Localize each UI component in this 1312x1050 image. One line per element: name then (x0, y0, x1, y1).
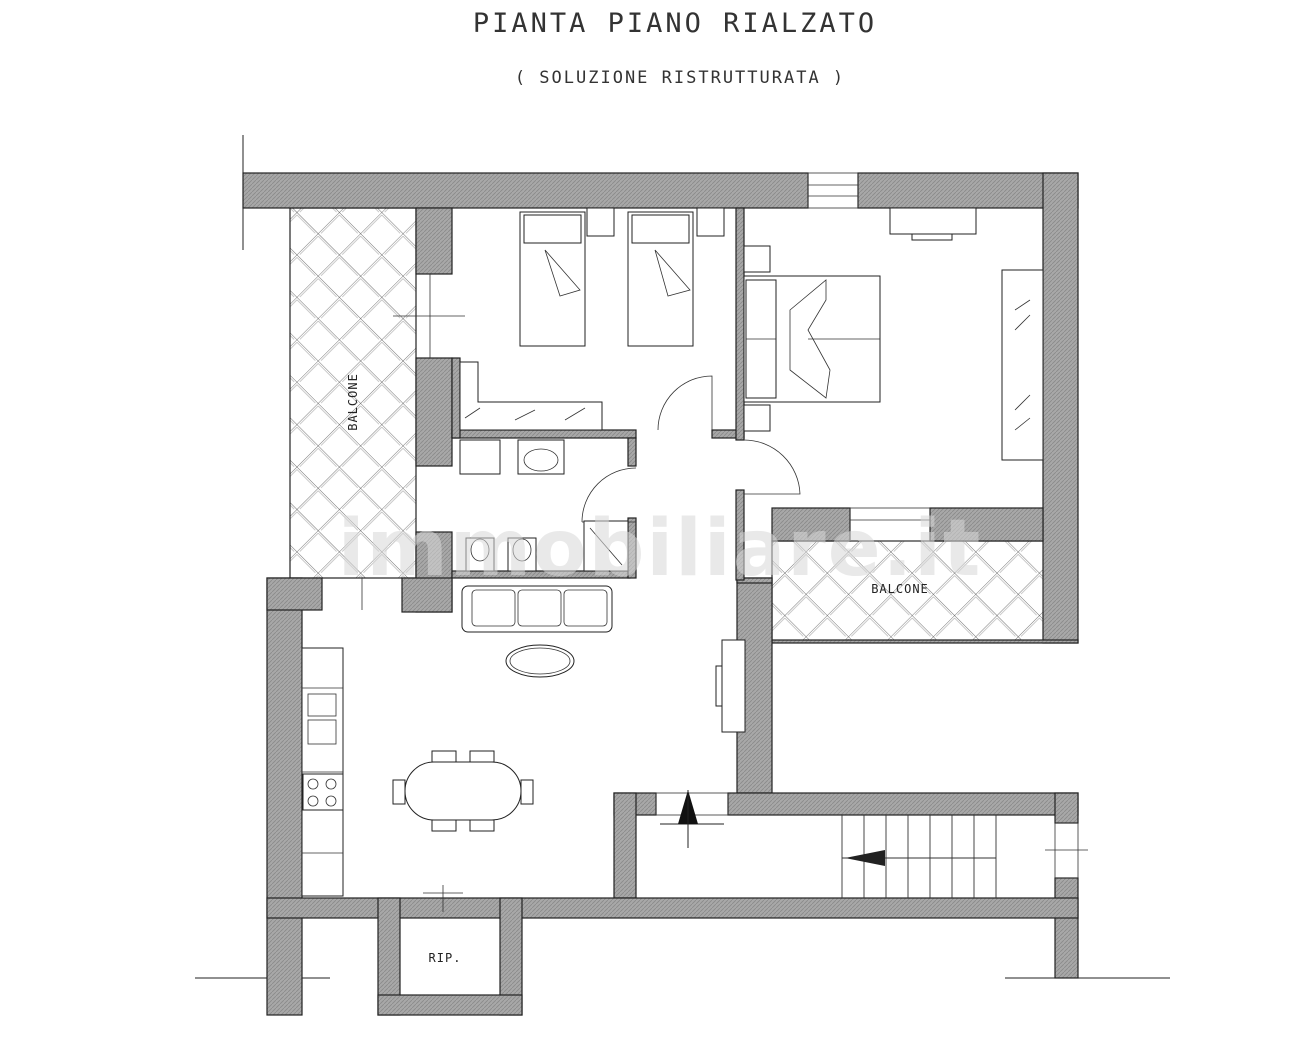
master-bedroom (743, 207, 1044, 461)
nightstand-3 (743, 245, 771, 273)
washing-machine (459, 439, 501, 475)
living-kitchen (301, 585, 746, 897)
nightstand-2 (696, 207, 725, 237)
bathroom (459, 439, 629, 572)
plan-subtitle: ( SOLUZIONE RISTRUTTURATA ) (515, 68, 845, 88)
storage-label: RIP. (429, 951, 462, 965)
walls (242, 172, 1079, 1016)
entrance (660, 790, 724, 848)
balcony-left (289, 207, 417, 579)
bidet (507, 537, 537, 572)
toilet (465, 537, 495, 572)
nightstand-4 (743, 404, 771, 432)
coffee-table (505, 644, 575, 678)
tv-cabinet (721, 639, 746, 733)
twin-bedroom (459, 207, 725, 431)
dining-table (404, 761, 522, 821)
plan-title: PIANTA PIANO RIALZATO (473, 8, 877, 39)
sink (517, 439, 565, 475)
watermark: immobiliare.it (338, 504, 983, 594)
staircase (841, 815, 997, 898)
wardrobe (1001, 269, 1044, 461)
nightstand-1 (586, 207, 615, 237)
balcony-right-label: BALCONE (871, 582, 929, 596)
doors (423, 375, 801, 912)
balcony-left-label: BALCONE (346, 373, 360, 431)
corner-wardrobe (459, 361, 603, 431)
sofa (461, 585, 613, 633)
dresser (889, 207, 977, 235)
